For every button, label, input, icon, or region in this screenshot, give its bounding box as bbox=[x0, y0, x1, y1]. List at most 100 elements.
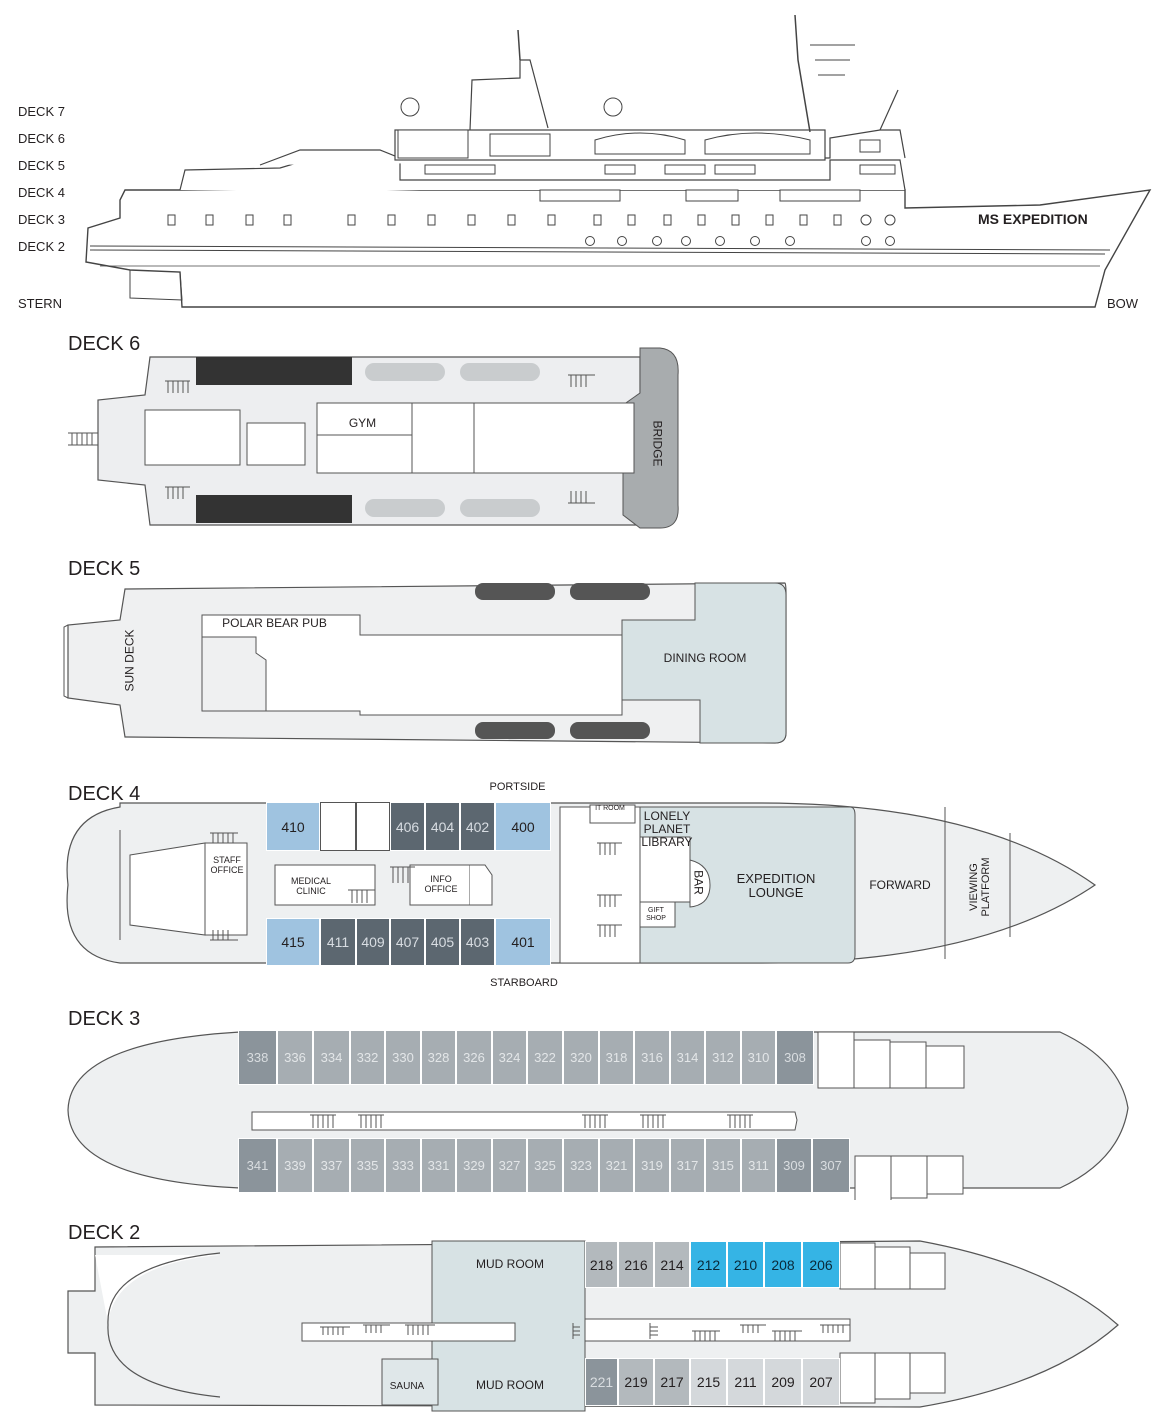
cabin-314[interactable]: 314 bbox=[670, 1030, 705, 1085]
cabin-332[interactable]: 332 bbox=[350, 1030, 385, 1085]
cabin-400[interactable]: 400 bbox=[495, 802, 551, 851]
cabin-number: 405 bbox=[430, 934, 455, 950]
cabin-311[interactable]: 311 bbox=[741, 1138, 776, 1193]
cabin-323[interactable]: 323 bbox=[563, 1138, 599, 1193]
deck4-title: DECK 4 bbox=[68, 783, 141, 805]
cabin-212[interactable]: 212 bbox=[690, 1241, 727, 1288]
cabin-339[interactable]: 339 bbox=[277, 1138, 313, 1193]
cabin-407[interactable]: 407 bbox=[390, 918, 425, 966]
cabin-310[interactable]: 310 bbox=[741, 1030, 776, 1085]
cabin-number: 308 bbox=[784, 1050, 806, 1065]
profile-deck2-label: DECK 2 bbox=[18, 239, 65, 254]
sun-deck-label: SUN DECK bbox=[122, 629, 137, 692]
cabin-number: 311 bbox=[748, 1158, 769, 1173]
cabin-324[interactable]: 324 bbox=[492, 1030, 527, 1085]
cabin-334[interactable]: 334 bbox=[313, 1030, 350, 1085]
cabin-403[interactable]: 403 bbox=[460, 918, 495, 966]
cabin-206[interactable]: 206 bbox=[802, 1241, 840, 1288]
cabin-number: 341 bbox=[246, 1158, 269, 1173]
cabin-406[interactable]: 406 bbox=[390, 802, 425, 851]
cabin-216[interactable]: 216 bbox=[618, 1241, 654, 1288]
cabin-number: 321 bbox=[605, 1158, 628, 1173]
cabin-331[interactable]: 331 bbox=[421, 1138, 456, 1193]
cabin-221[interactable]: 221 bbox=[585, 1358, 618, 1406]
cabin-317[interactable]: 317 bbox=[670, 1138, 705, 1193]
profile-deck3-label: DECK 3 bbox=[18, 212, 65, 227]
cabin-219[interactable]: 219 bbox=[618, 1358, 654, 1406]
cabin-329[interactable]: 329 bbox=[456, 1138, 492, 1193]
cabin-336[interactable]: 336 bbox=[277, 1030, 313, 1085]
cabin-338[interactable]: 338 bbox=[238, 1030, 277, 1085]
cabin-number: 310 bbox=[747, 1050, 770, 1065]
sauna-label: SAUNA bbox=[389, 1381, 425, 1392]
cabin-number: 331 bbox=[427, 1158, 450, 1173]
cabin-number: 206 bbox=[809, 1256, 833, 1273]
cabin-328[interactable]: 328 bbox=[421, 1030, 456, 1085]
cabin-number: 400 bbox=[511, 818, 535, 835]
cabin-number: 208 bbox=[771, 1256, 795, 1273]
cabin-318[interactable]: 318 bbox=[599, 1030, 634, 1085]
cabin-207[interactable]: 207 bbox=[802, 1358, 840, 1406]
cabin-number: 401 bbox=[511, 934, 535, 950]
cabin-411[interactable]: 411 bbox=[320, 918, 356, 966]
cabin-number: 330 bbox=[392, 1050, 414, 1065]
cabin-309[interactable]: 309 bbox=[776, 1138, 812, 1193]
cabin-208[interactable]: 208 bbox=[764, 1241, 802, 1288]
cabin-326[interactable]: 326 bbox=[456, 1030, 492, 1085]
cabin-number: 318 bbox=[605, 1050, 628, 1065]
cabin-327[interactable]: 327 bbox=[492, 1138, 527, 1193]
deck3-title: DECK 3 bbox=[68, 1008, 141, 1030]
dining-room-label: DINING ROOM bbox=[663, 651, 747, 665]
cabin-number: 402 bbox=[465, 818, 490, 835]
cabin-316[interactable]: 316 bbox=[634, 1030, 670, 1085]
deck2-title: DECK 2 bbox=[68, 1222, 141, 1244]
cabin-number: 219 bbox=[624, 1374, 648, 1390]
cabin-401[interactable]: 401 bbox=[495, 918, 551, 966]
cabin-number: 309 bbox=[783, 1158, 805, 1173]
ship-name: MS EXPEDITION bbox=[978, 211, 1088, 227]
cabin-337[interactable]: 337 bbox=[313, 1138, 350, 1193]
cabin-number: 210 bbox=[733, 1256, 758, 1273]
cabin-number: 215 bbox=[696, 1374, 721, 1390]
cabin-319[interactable]: 319 bbox=[634, 1138, 670, 1193]
cabin-325[interactable]: 325 bbox=[527, 1138, 563, 1193]
deck2-drawing bbox=[67, 1240, 1119, 1412]
cabin-number: 316 bbox=[641, 1050, 663, 1065]
cabin-number: 211 bbox=[734, 1374, 757, 1390]
cabin-211[interactable]: 211 bbox=[727, 1358, 764, 1406]
deck4-drawing bbox=[66, 802, 1097, 964]
cabin-322[interactable]: 322 bbox=[527, 1030, 563, 1085]
cabin-209[interactable]: 209 bbox=[764, 1358, 802, 1406]
cabin-210[interactable]: 210 bbox=[727, 1241, 764, 1288]
cabin-308[interactable]: 308 bbox=[776, 1030, 814, 1085]
cabin-415[interactable]: 415 bbox=[266, 918, 320, 966]
cabin-214[interactable]: 214 bbox=[654, 1241, 690, 1288]
cabin-number: 322 bbox=[534, 1050, 556, 1065]
cabin-number: 403 bbox=[465, 934, 490, 950]
cabin-330[interactable]: 330 bbox=[385, 1030, 421, 1085]
cabin-402[interactable]: 402 bbox=[460, 802, 495, 851]
cabin-number: 409 bbox=[361, 934, 385, 950]
cabin-312[interactable]: 312 bbox=[705, 1030, 741, 1085]
cabin-410[interactable]: 410 bbox=[266, 802, 320, 851]
cabin-218[interactable]: 218 bbox=[585, 1241, 618, 1288]
cabin-number: 327 bbox=[498, 1158, 521, 1173]
cabin-405[interactable]: 405 bbox=[425, 918, 460, 966]
cabin-number: 207 bbox=[809, 1374, 833, 1390]
cabin-404[interactable]: 404 bbox=[425, 802, 460, 851]
cabin-315[interactable]: 315 bbox=[705, 1138, 741, 1193]
cabin-321[interactable]: 321 bbox=[599, 1138, 634, 1193]
medical-clinic-label: MEDICAL CLINIC bbox=[290, 876, 331, 896]
cabin-341[interactable]: 341 bbox=[238, 1138, 277, 1193]
cabin-320[interactable]: 320 bbox=[563, 1030, 599, 1085]
cabin-215[interactable]: 215 bbox=[690, 1358, 727, 1406]
cabin-409[interactable]: 409 bbox=[356, 918, 390, 966]
polar-bear-pub-label: POLAR BEAR PUB bbox=[222, 616, 327, 630]
cabin-217[interactable]: 217 bbox=[654, 1358, 690, 1406]
cabin-number: 336 bbox=[284, 1050, 306, 1065]
cabin-307[interactable]: 307 bbox=[812, 1138, 850, 1193]
cabin-number: 332 bbox=[356, 1050, 379, 1065]
cabin-335[interactable]: 335 bbox=[350, 1138, 385, 1193]
cabin-333[interactable]: 333 bbox=[385, 1138, 421, 1193]
info-office-label: INFO OFFICE bbox=[424, 874, 458, 894]
